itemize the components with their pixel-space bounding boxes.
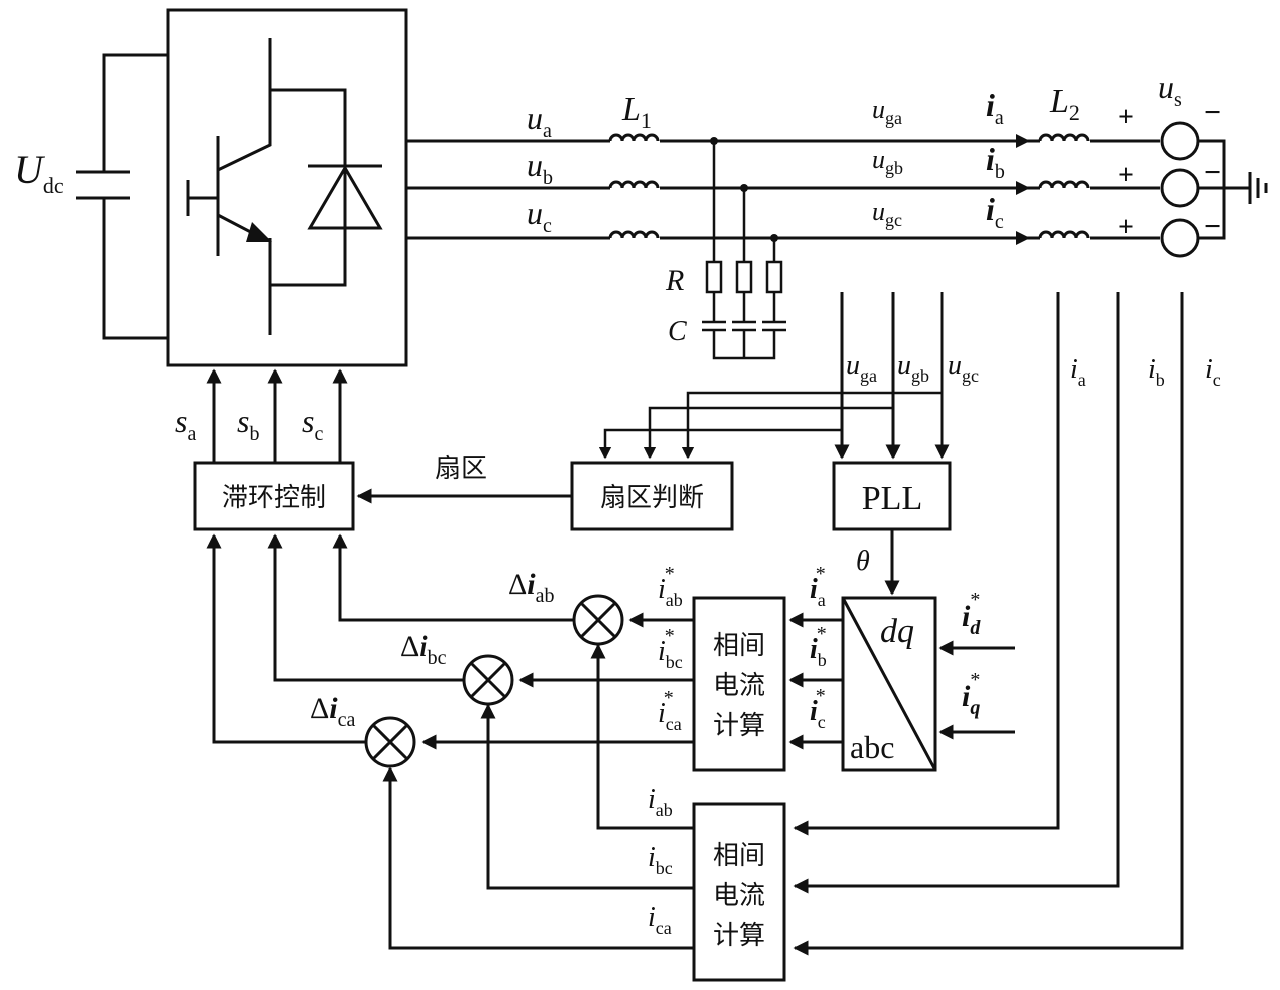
iab-star: iab* — [658, 563, 683, 610]
plus-c: + — [1118, 212, 1134, 243]
hysteresis-block — [193, 461, 355, 531]
dc-link: Udc — [14, 53, 168, 340]
ic-star: ic* — [810, 685, 826, 732]
ibc-star: ibc* — [658, 625, 683, 672]
sum-ca-icon — [364, 716, 416, 768]
hysteresis-label: 滞环控制 — [222, 483, 326, 513]
switch-signals: sa sb sc — [175, 368, 348, 463]
phase-calc-ref-line2: 电流 — [713, 671, 765, 701]
diode-icon — [307, 165, 383, 230]
current-feedback: ia ib ic — [793, 292, 1221, 956]
iab-fb: iab — [648, 784, 673, 820]
fb-ugb: ugb — [897, 350, 929, 386]
inductor-l2 — [1038, 133, 1090, 239]
control-blocks: 滞环控制 扇区判断 扇区 PLL uga ugb ugc θ — [193, 292, 979, 596]
label-l2: L2 — [1049, 83, 1080, 125]
fb-ugc: ugc — [948, 350, 979, 386]
source-a-icon — [1160, 121, 1200, 161]
phase-calc-feedback: 相间 电流 计算 iab ibc ica — [382, 643, 786, 982]
plus-a: + — [1118, 102, 1134, 133]
label-uc: uc — [527, 195, 552, 237]
label-ia: ia — [986, 87, 1004, 129]
label-sc: sc — [302, 403, 323, 445]
phase-calc-ref-line1: 相间 — [713, 631, 765, 661]
iq-star: iq* — [962, 669, 980, 719]
id-star: id* — [962, 589, 981, 639]
delta-ica: Δica — [310, 692, 356, 731]
label-l1: L1 — [621, 91, 652, 133]
minus-a: − — [1204, 96, 1221, 129]
dq-abc-transform: dq abc id* iq* ia* ib* ic* — [788, 563, 1015, 772]
fb-ic: ic — [1205, 354, 1221, 390]
label-sb: sb — [237, 403, 259, 445]
sector-signal-label: 扇区 — [435, 454, 487, 484]
label-ugb: ugb — [872, 145, 903, 178]
ibc-fb: ibc — [648, 842, 673, 878]
ica-fb: ica — [648, 902, 672, 938]
label-sa: sa — [175, 403, 196, 445]
plus-b: + — [1118, 160, 1134, 191]
phase-calc-ref: 相间 电流 计算 iab* ibc* ica* — [421, 563, 786, 772]
fb-ib: ib — [1148, 354, 1165, 390]
label-c: C — [668, 316, 687, 347]
pll-label: PLL — [862, 480, 922, 517]
minus-b: − — [1204, 156, 1221, 189]
phase-calc-ref-block — [692, 596, 786, 772]
fb-ia: ia — [1070, 354, 1086, 390]
inductor-l1 — [608, 133, 660, 239]
fb-uga: uga — [846, 350, 877, 386]
source-c-icon — [1160, 218, 1200, 258]
summing-junctions: Δiab Δibc Δica — [206, 533, 624, 768]
phase-calc-feedback-line3: 计算 — [713, 921, 765, 951]
source-b-icon — [1160, 168, 1200, 208]
sum-ab-icon — [572, 594, 624, 646]
phase-calc-feedback-line2: 电流 — [713, 881, 765, 911]
ib-star: ib* — [810, 623, 827, 670]
label-ib: ib — [986, 141, 1005, 183]
minus-c: − — [1204, 210, 1221, 243]
sector-judge-label: 扇区判断 — [600, 483, 704, 513]
label-uga: uga — [872, 95, 902, 128]
grid-sources: us + + + − − − — [1118, 69, 1268, 258]
phase-calc-feedback-block — [692, 802, 786, 982]
label-us: us — [1158, 69, 1182, 111]
phase-calc-ref-line3: 计算 — [713, 711, 765, 741]
label-ugc: ugc — [872, 197, 902, 230]
abc-label: abc — [850, 729, 894, 765]
phase-calc-feedback-line1: 相间 — [713, 841, 765, 871]
ica-star: ica* — [658, 687, 682, 734]
inverter-block — [166, 8, 408, 367]
rc-filter: R C — [665, 137, 786, 360]
sector-judge-block — [570, 461, 734, 531]
label-ua: ua — [527, 100, 552, 142]
udc-label: Udc — [14, 147, 64, 198]
delta-iab: Δiab — [508, 568, 555, 607]
label-ic: ic — [986, 191, 1004, 233]
ia-star: ia* — [810, 563, 826, 610]
label-ub: ub — [527, 147, 553, 189]
dq-label: dq — [880, 613, 914, 650]
sum-bc-icon — [462, 654, 514, 706]
theta-label: θ — [856, 546, 870, 577]
label-r: R — [665, 264, 684, 297]
ac-lines: ua ub uc L1 L2 uga ugb ugc ia ib ic — [406, 83, 1160, 245]
ground-icon — [1248, 172, 1268, 204]
delta-ibc: Δibc — [400, 630, 447, 669]
